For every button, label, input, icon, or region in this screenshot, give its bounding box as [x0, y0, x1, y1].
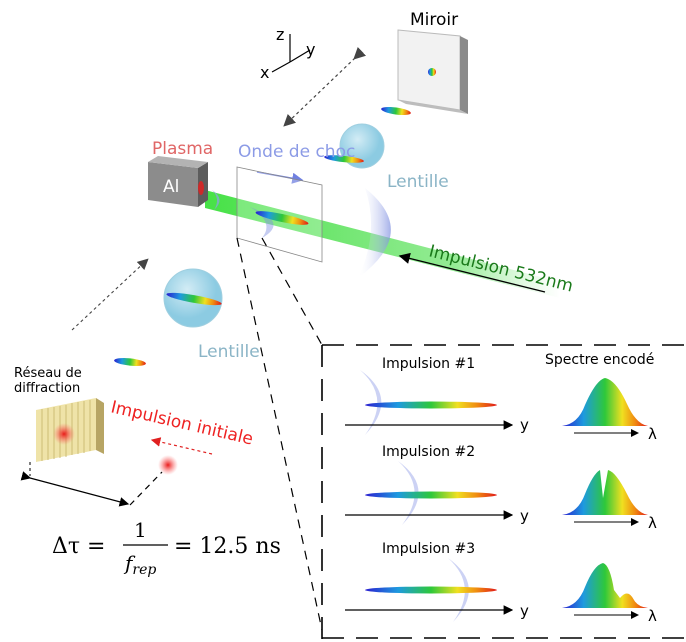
inset-row-2-spectrum: [562, 470, 648, 515]
formula-rhs: = 12.5 ns: [174, 534, 281, 559]
inset-row-2-pulse: [365, 491, 497, 499]
impulsion-initiale-label: Impulsion initiale: [109, 397, 255, 449]
inset-row-2-axis-label: y: [520, 507, 529, 525]
impulsion-initiale-arrow: [150, 437, 213, 455]
axis-y-label: y: [306, 40, 315, 59]
shock-wave-small: [212, 190, 220, 210]
diffraction-grating: [36, 398, 104, 462]
axis-x-label: x: [260, 63, 269, 82]
spectre-encode-label: Spectre encodé: [545, 352, 654, 368]
onde-de-choc-label: Onde de choc: [238, 142, 355, 162]
pulse-at-lens-bottom: [166, 292, 222, 306]
pulse-in-plane: [255, 211, 309, 225]
grating-to-target-arrow: [71, 258, 149, 331]
pulse-near-mirror: [381, 106, 411, 116]
inset-row-3-shock: [448, 558, 469, 622]
inset-row-1: Impulsion #1 y λ: [345, 356, 657, 443]
inset-row-1-spectrum: [562, 378, 648, 426]
inset-row-3-pulse: [365, 586, 497, 594]
mirror-lens-arrow: [283, 47, 367, 127]
lens-top-label: Lentille: [387, 172, 449, 192]
initial-pulse-spot: [158, 455, 178, 475]
inset-row-2: Impulsion #2 y λ: [345, 444, 657, 532]
impulsion-532-arrow: [398, 252, 546, 293]
inset-row-1-shock: [360, 370, 382, 435]
formula-denominator: frep: [123, 551, 156, 578]
plasma-label: Plasma: [152, 139, 213, 159]
inset-row-3-spec-label: λ: [648, 607, 657, 625]
delay-dashed: [129, 471, 163, 506]
formula-lhs: Δτ =: [52, 534, 106, 559]
axis-z-label: z: [276, 25, 284, 44]
inset-row-2-shock: [398, 461, 419, 525]
delay-arrow: [20, 471, 130, 507]
al-label: Al: [163, 177, 179, 197]
pulse-near-grating: [114, 358, 146, 366]
reseau-label-line2: diffraction: [14, 381, 80, 396]
lens-bottom-label: Lentille: [198, 342, 260, 362]
al-target: [148, 156, 208, 207]
mirror-label: Miroir: [410, 10, 458, 30]
inset-row-1-axis-label: y: [520, 416, 529, 434]
inset-frame: [321, 344, 686, 642]
pulse-at-lens-top: [324, 155, 364, 163]
inset-row-2-title: Impulsion #2: [382, 444, 475, 460]
inset-row-3-axis-label: y: [520, 602, 529, 620]
inset-row-1-spec-label: λ: [648, 425, 657, 443]
formula-numerator: 1: [134, 518, 147, 542]
shock-wave-plane: [250, 207, 274, 238]
shock-wave-large: [358, 188, 391, 278]
reseau-label-line1: Réseau de: [14, 366, 82, 381]
zoom-line-left: [236, 237, 323, 631]
zoom-line-right: [261, 237, 323, 346]
inset-row-3-spectrum: [562, 563, 648, 608]
formula-denominator-sub: rep: [132, 562, 156, 578]
inset-row-3-title: Impulsion #3: [382, 541, 475, 557]
inset-row-1-title: Impulsion #1: [382, 356, 475, 372]
inset-row-1-pulse: [365, 401, 497, 409]
inset-row-3: Impulsion #3 y λ: [345, 541, 657, 625]
mirror: [397, 29, 468, 114]
inset-row-2-spec-label: λ: [648, 514, 657, 532]
